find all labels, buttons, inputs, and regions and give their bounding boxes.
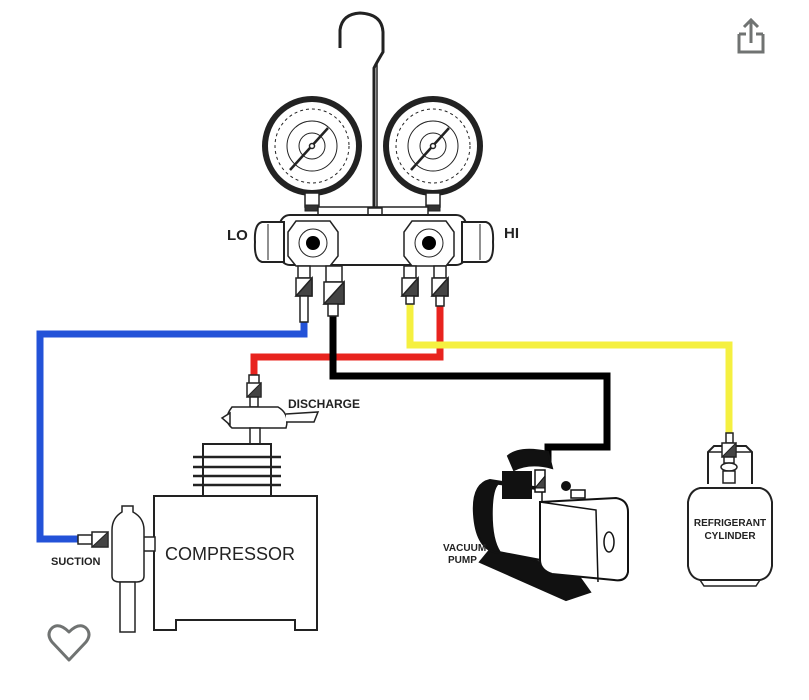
lo-label: LO xyxy=(227,227,248,244)
charging-hose xyxy=(406,300,733,433)
refrigerant-label-line2: CYLINDER xyxy=(704,531,756,542)
compressor-label: COMPRESSOR xyxy=(165,544,295,564)
hanger-hook xyxy=(338,11,385,208)
high-side-hose xyxy=(250,300,444,375)
refrigerant-cylinder xyxy=(687,432,773,587)
discharge-muffler xyxy=(226,406,288,429)
suction-label: SUCTION xyxy=(51,556,101,568)
high-side-valve[interactable] xyxy=(403,220,455,267)
low-side-knob[interactable] xyxy=(253,221,285,263)
hi-label: HI xyxy=(504,225,519,242)
compressor xyxy=(77,374,320,633)
discharge-label: DISCHARGE xyxy=(288,397,360,411)
vacuum-hose xyxy=(329,315,611,462)
low-port xyxy=(294,265,313,323)
vacuum-pump xyxy=(472,448,629,602)
suction-accumulator xyxy=(111,505,145,583)
high-side-knob[interactable] xyxy=(461,221,495,263)
high-port xyxy=(430,265,449,307)
share-icon xyxy=(737,17,765,54)
low-pressure-gauge xyxy=(262,96,362,212)
vacuum-pump-label-line1: VACUUM xyxy=(443,543,486,554)
low-side-valve[interactable] xyxy=(287,220,339,267)
share-button[interactable] xyxy=(726,12,772,58)
center-right-port xyxy=(400,265,419,305)
center-left-port xyxy=(322,265,345,317)
manifold-ports xyxy=(294,265,449,323)
vacuum-pump-label-line2: PUMP xyxy=(448,555,477,566)
high-pressure-gauge xyxy=(383,96,483,212)
low-side-hose xyxy=(36,322,308,543)
like-button[interactable] xyxy=(44,620,94,666)
refrigerant-label-line1: REFRIGERANT xyxy=(694,518,766,529)
heart-icon xyxy=(47,624,91,662)
manifold-gauge-set xyxy=(253,11,495,323)
hoses xyxy=(36,300,733,543)
